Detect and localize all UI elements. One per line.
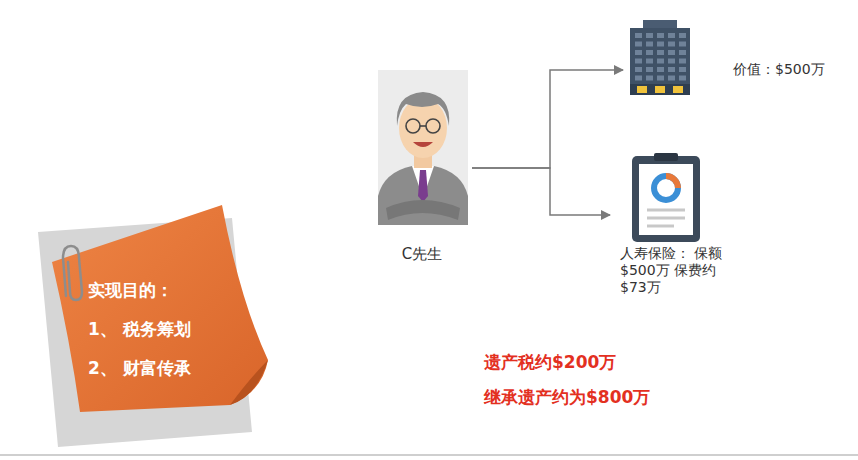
window [679,76,686,81]
clipboard [632,156,700,242]
text-line [647,217,685,220]
person-name: C先生 [372,244,472,264]
orange-note [52,205,268,412]
glasses [426,119,440,133]
clip [654,153,678,161]
property-value: 价值：$500万 [733,60,850,78]
window [635,67,642,72]
bottom-rule [0,454,858,456]
insurance-node: 人寿保险： 保额$500万 保费约$73万 [612,150,747,300]
goal-text: 1、 税务筹划 [88,319,280,339]
window [635,59,642,64]
window [657,42,664,47]
lit-window [655,86,665,93]
estate-tax-note: 遗产税约$200万 [484,351,616,373]
window [635,33,642,38]
portrait-ground [378,70,468,225]
window-grid [635,33,686,81]
window [679,50,686,55]
window [657,50,664,55]
window [635,42,642,47]
goal-text: 2、 财富传承 [88,358,280,378]
window [646,59,653,64]
window [668,76,675,81]
window [657,76,664,81]
window [668,50,675,55]
tower [630,28,690,95]
person-illustration [372,68,472,233]
smile [413,142,433,147]
window [646,67,653,72]
connector-arrow [472,168,610,215]
ground-floor [630,84,690,95]
hair [397,92,450,126]
note-curl [230,360,268,405]
window [679,33,686,38]
inheritance-note: 继承遗产约为$800万 [484,386,650,408]
donut-slice [666,176,678,188]
window [635,50,642,55]
building-icon [625,18,705,122]
face [399,98,447,158]
window [646,33,653,38]
suit [378,166,468,225]
window [679,42,686,47]
sticky-note-box: 实现目的： 1、 税务筹划 2、 财富传承 [35,200,280,455]
window [646,76,653,81]
window [668,67,675,72]
window [657,67,664,72]
person-node: C先生 [372,68,472,268]
lit-window [637,86,647,93]
text-line [647,209,685,212]
paper-clip [63,246,82,300]
window [668,42,675,47]
window [668,33,675,38]
tie [418,170,428,202]
lit-window [673,86,683,93]
window [679,67,686,72]
sheet [639,164,693,235]
window [657,33,664,38]
goal-text: 实现目的： [88,280,280,300]
insurance-text: 人寿保险： 保额$500万 保费约$73万 [620,245,730,296]
property-node: 价值：$500万 [625,18,850,122]
window [668,59,675,64]
window [679,59,686,64]
text-line [647,225,674,228]
glasses-bridge [420,125,426,127]
window [646,42,653,47]
window [646,50,653,55]
window [657,59,664,64]
donut-chart [654,176,678,200]
connector-arrow [472,70,623,168]
document-icon [612,150,722,245]
glasses [406,119,420,133]
crossed-arms [386,200,460,220]
window [635,76,642,81]
